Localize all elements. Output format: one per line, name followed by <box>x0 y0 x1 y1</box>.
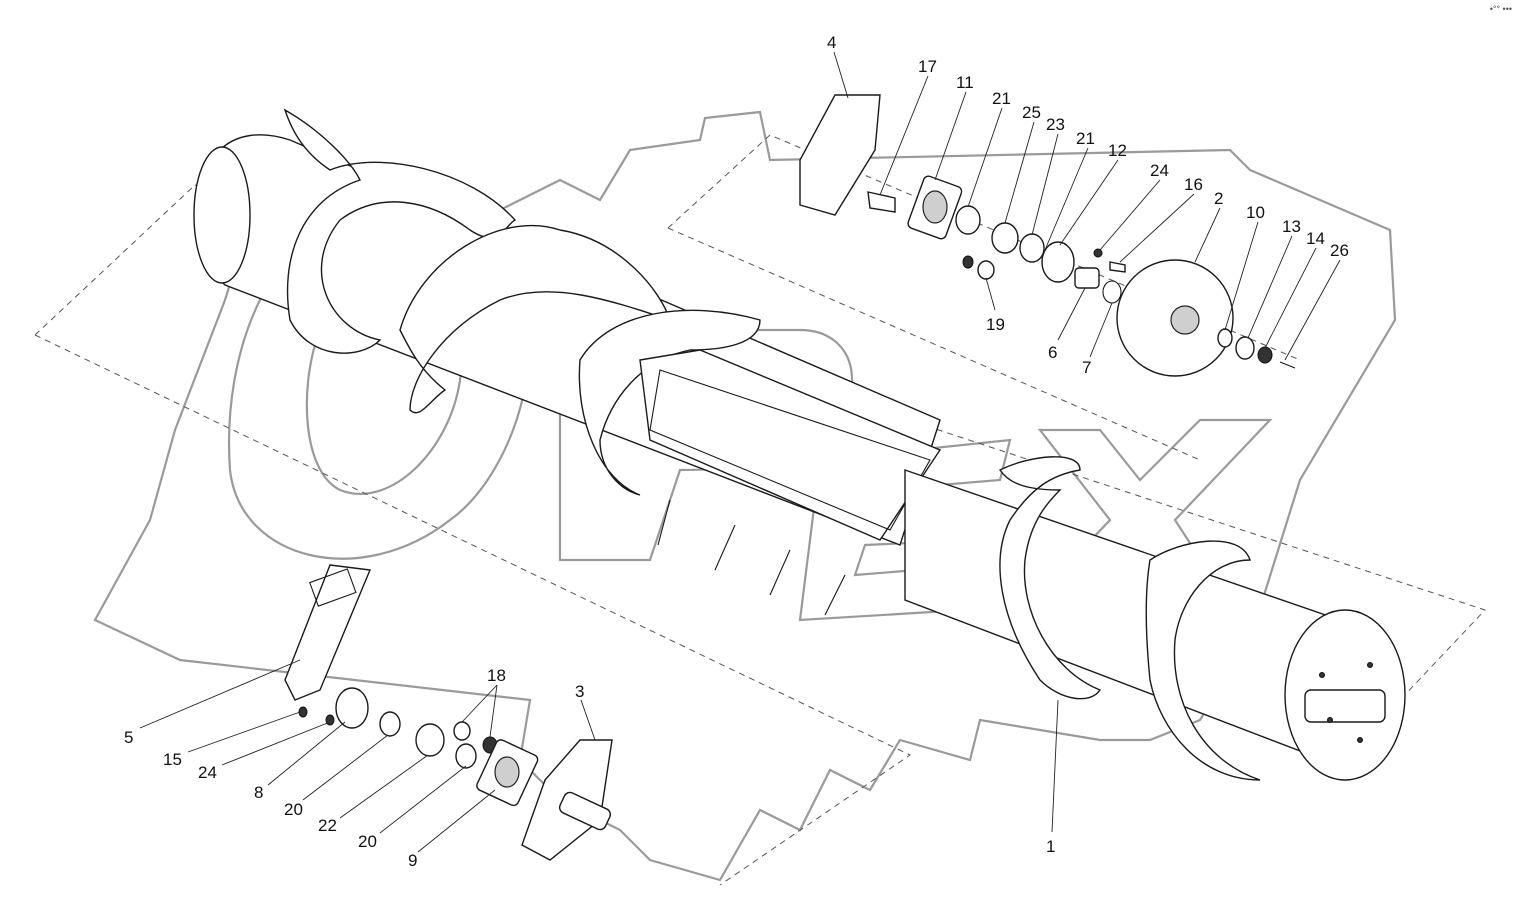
callout-11: 11 <box>956 73 974 92</box>
corner-mark: •°° ••• <box>1489 4 1512 14</box>
part-24-washer <box>1093 248 1103 258</box>
part-4-side-plate <box>799 94 881 216</box>
part-20-ring-a <box>379 711 401 737</box>
watermark-gear-outline <box>93 110 1397 882</box>
auger-panel-plate <box>649 369 931 531</box>
callout-24-lower: 24 <box>198 763 217 782</box>
part-19-nut-b <box>977 260 995 280</box>
finger-3 <box>769 549 791 596</box>
part-7-oring <box>1102 280 1122 304</box>
callout-labels: 4 17 11 21 25 23 21 12 24 16 2 10 13 14 … <box>124 33 1349 870</box>
callout-6: 6 <box>1048 343 1057 362</box>
part-20-ring-b <box>455 743 477 769</box>
auger-flight-4 <box>998 456 1102 700</box>
callout-8: 8 <box>254 783 263 802</box>
auger-assembly <box>193 108 1406 781</box>
part-23-ring <box>1019 233 1045 263</box>
callout-25: 25 <box>1022 103 1041 122</box>
part-18-nut-a <box>453 721 471 741</box>
callout-26: 26 <box>1330 241 1349 260</box>
part-10-washer <box>1217 328 1233 348</box>
part-26-cotter-pin <box>1279 361 1296 369</box>
auger-fingers <box>657 499 846 616</box>
part-15-bolt <box>298 706 308 718</box>
right-bearing-stack <box>799 94 1296 377</box>
callout-19: 19 <box>986 315 1005 334</box>
callout-9: 9 <box>408 851 417 870</box>
left-bearing-stack <box>284 564 613 861</box>
part-21-ring <box>955 205 981 235</box>
callout-20-lower-a: 20 <box>284 800 303 819</box>
part-5-slot <box>309 568 357 607</box>
callout-17: 17 <box>918 57 937 76</box>
callout-1: 1 <box>1046 837 1055 856</box>
callout-4: 4 <box>827 33 836 52</box>
finger-4 <box>824 574 846 616</box>
callout-21-upper-a: 21 <box>992 89 1011 108</box>
part-13-washer <box>1235 336 1255 360</box>
part-8-flange <box>335 687 369 729</box>
callout-16: 16 <box>1184 175 1203 194</box>
part-11-bearing-core <box>922 190 948 224</box>
callout-24-upper: 24 <box>1150 161 1169 180</box>
leader-lines <box>139 51 1341 853</box>
callout-5: 5 <box>124 728 133 747</box>
callout-7: 7 <box>1082 358 1091 377</box>
part-2-sprocket-hub <box>1170 305 1200 335</box>
auger-left-drum-end <box>193 146 251 284</box>
callout-10: 10 <box>1246 203 1265 222</box>
callout-23: 23 <box>1046 115 1065 134</box>
part-17-bolt <box>867 191 896 213</box>
callout-22: 22 <box>318 816 337 835</box>
auger-right-drum <box>904 469 1351 772</box>
part-6-bushing <box>1074 267 1100 289</box>
auger-shaft-spline <box>1304 689 1386 723</box>
part-9-bearing-core <box>494 756 520 788</box>
finger-1 <box>657 499 671 546</box>
part-25-bushing <box>991 222 1019 254</box>
axis-line-upper <box>667 134 1301 461</box>
finger-2 <box>714 524 736 571</box>
callout-3: 3 <box>575 682 584 701</box>
part-14-castle-nut <box>1257 346 1273 364</box>
part-19-nut-a <box>962 255 974 269</box>
callout-2: 2 <box>1214 189 1223 208</box>
part-3-stub-shaft <box>558 791 612 831</box>
callout-18: 18 <box>487 666 506 685</box>
auger-drum-bolts <box>1319 662 1373 743</box>
callout-21-upper-b: 21 <box>1076 129 1095 148</box>
callout-13: 13 <box>1282 217 1301 236</box>
part-12-flange <box>1041 241 1075 283</box>
auger-flight-5 <box>1145 540 1261 781</box>
callout-15: 15 <box>163 750 182 769</box>
callout-20-lower-b: 20 <box>358 832 377 851</box>
part-5-arm <box>284 564 372 701</box>
callout-12: 12 <box>1108 141 1127 160</box>
auger-flight-2 <box>399 224 672 414</box>
part-16-bolt <box>1109 261 1126 273</box>
auger-flight-1 <box>283 108 517 354</box>
callout-14: 14 <box>1306 229 1325 248</box>
part-22-bearing <box>415 723 445 757</box>
